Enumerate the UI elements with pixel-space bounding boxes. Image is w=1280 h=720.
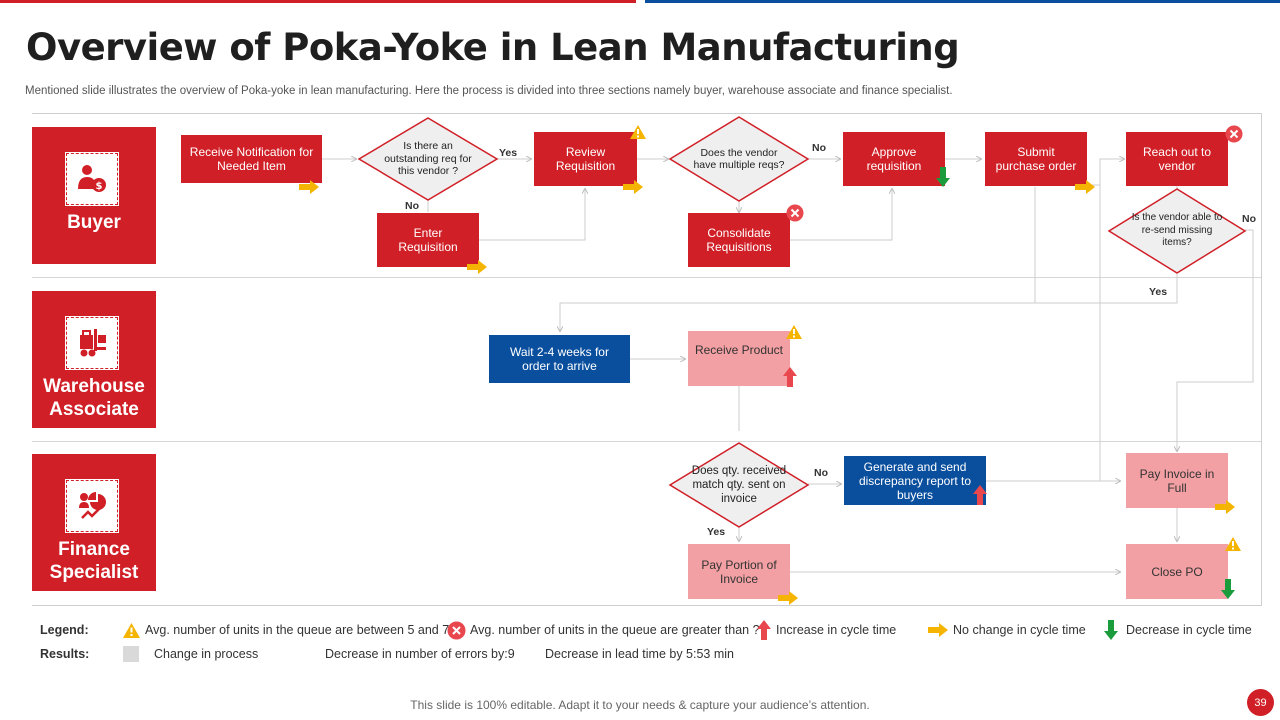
- arrow-right-icon: [1215, 500, 1235, 514]
- lane-warehouse-label: Warehouse Associate: [32, 375, 156, 421]
- flow-label-no-2: No: [812, 142, 826, 154]
- flow-label-no-3: No: [1242, 213, 1256, 225]
- arrow-up-icon: [783, 367, 797, 387]
- legend-label: Legend:: [40, 623, 89, 637]
- lane-warehouse: Warehouse Associate: [32, 291, 156, 428]
- error-icon: [447, 621, 466, 640]
- node-review-requisition: Review Requisition: [534, 132, 637, 186]
- arrow-right-icon: [1075, 180, 1095, 194]
- results-errors-text: Decrease in number of errors by:9: [325, 647, 515, 661]
- node-close-po: Close PO: [1126, 544, 1228, 599]
- lane-warehouse-label-line1: Warehouse: [43, 376, 145, 397]
- arrow-right-icon: [778, 591, 798, 605]
- legend-decrease-text: Decrease in cycle time: [1126, 623, 1252, 637]
- node-pay-portion: Pay Portion of Invoice: [688, 544, 790, 599]
- lane-separator-2: [32, 441, 1261, 442]
- page-number-badge: 39: [1247, 689, 1274, 716]
- decision-resend-missing: Is the vendor able to re-send missing it…: [1131, 212, 1223, 249]
- warning-icon: [786, 325, 802, 339]
- lane-finance-label-line1: Finance: [58, 539, 130, 560]
- node-pay-invoice-full: Pay Invoice in Full: [1126, 453, 1228, 508]
- arrow-right-icon: [467, 260, 487, 274]
- arrow-right-icon: [623, 180, 643, 194]
- results-lead-time-text: Decrease in lead time by 5:53 min: [545, 647, 734, 661]
- decision-multiple-reqs: Does the vendor have multiple reqs?: [693, 146, 785, 172]
- warning-icon: [1225, 537, 1241, 551]
- lane-finance: Finance Specialist: [32, 454, 156, 591]
- page-title: Overview of Poka-Yoke in Lean Manufactur…: [26, 26, 960, 69]
- svg-text:$: $: [96, 181, 103, 192]
- node-consolidate-requisitions: Consolidate Requisitions: [688, 213, 790, 267]
- node-submit-purchase-order: Submit purchase order: [985, 132, 1087, 186]
- change-in-process-swatch: [123, 646, 139, 662]
- results-label: Results:: [40, 647, 90, 661]
- legend-nochange-text: No change in cycle time: [953, 623, 1086, 637]
- flow-label-yes-2: Yes: [1149, 286, 1168, 298]
- diagram-frame: [32, 113, 1262, 606]
- flow-label-yes-3: Yes: [707, 526, 726, 538]
- lane-buyer: $ Buyer: [32, 127, 156, 264]
- decision-qty-match: Does qty. received match qty. sent on in…: [691, 465, 787, 505]
- legend-error-text: Avg. number of units in the queue are gr…: [470, 623, 760, 637]
- node-receive-product: Receive Product: [688, 331, 790, 386]
- warning-icon: [630, 125, 646, 139]
- top-accent-red: [0, 0, 636, 3]
- lane-finance-label-line2: Specialist: [49, 562, 139, 583]
- arrow-down-icon: [1104, 620, 1118, 640]
- arrow-up-icon: [973, 485, 987, 505]
- footer-note: This slide is 100% editable. Adapt it to…: [410, 698, 870, 712]
- top-accent-blue: [645, 0, 1280, 3]
- error-icon: [1225, 125, 1243, 143]
- node-approve-requisition: Approve requisition: [843, 132, 945, 186]
- lane-warehouse-label-line2: Associate: [49, 399, 139, 420]
- arrow-down-icon: [936, 167, 950, 187]
- error-icon: [786, 204, 804, 222]
- legend-increase-text: Increase in cycle time: [776, 623, 897, 637]
- lane-separator-1: [32, 277, 1261, 278]
- arrow-up-icon: [757, 620, 771, 640]
- node-enter-requisition: Enter Requisition: [377, 213, 479, 267]
- arrow-down-icon: [1221, 579, 1235, 599]
- page-subtitle: Mentioned slide illustrates the overview…: [25, 85, 953, 97]
- legend-warning-text: Avg. number of units in the queue are be…: [145, 623, 450, 637]
- node-reach-vendor: Reach out to vendor: [1126, 132, 1228, 186]
- node-discrepancy-report: Generate and send discrepancy report to …: [844, 456, 986, 505]
- flow-label-yes-1: Yes: [499, 147, 518, 159]
- arrow-right-icon: [928, 623, 948, 637]
- lane-buyer-label: Buyer: [67, 212, 121, 233]
- node-receive-notification: Receive Notification for Needed Item: [181, 135, 322, 183]
- node-wait-weeks: Wait 2-4 weeks for order to arrive: [489, 335, 630, 383]
- flow-label-no-4: No: [814, 467, 828, 479]
- buyer-icon: $: [65, 152, 119, 206]
- lane-finance-label: Finance Specialist: [32, 538, 156, 584]
- results-change-text: Change in process: [154, 647, 259, 661]
- finance-icon: [65, 479, 119, 533]
- flow-label-no-1: No: [405, 200, 419, 212]
- arrow-right-icon: [299, 180, 319, 194]
- decision-outstanding-req: Is there an outstanding req for this ven…: [384, 140, 472, 178]
- forklift-icon: [65, 316, 119, 370]
- warning-icon: [123, 623, 140, 638]
